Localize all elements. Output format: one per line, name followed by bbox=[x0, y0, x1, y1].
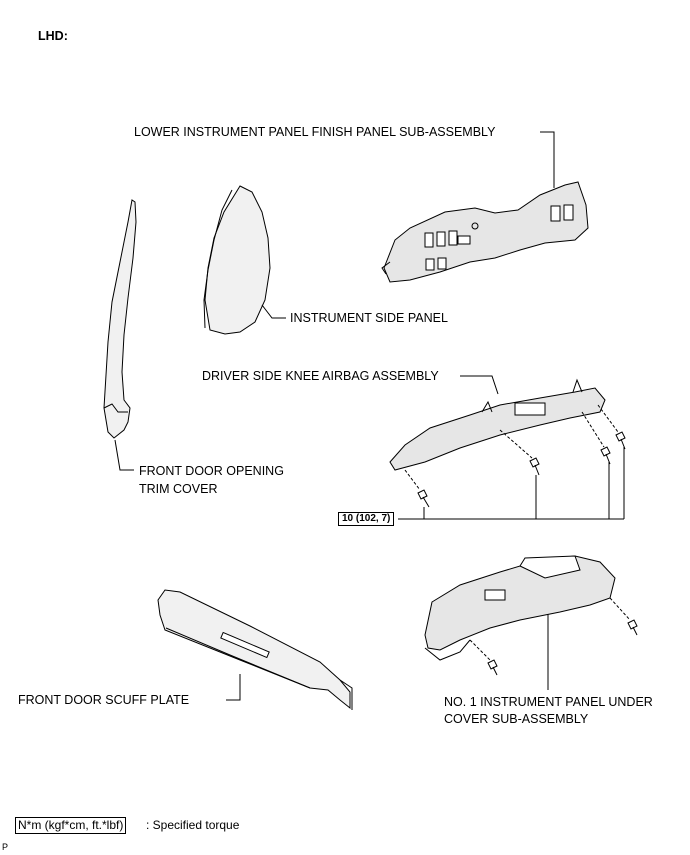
under-cover-part bbox=[424, 555, 616, 661]
footer-code: P bbox=[2, 842, 9, 852]
scuff-plate-part bbox=[157, 589, 353, 710]
leader-lower-panel bbox=[540, 131, 555, 188]
label-under-cover-2: COVER SUB-ASSEMBLY bbox=[444, 712, 589, 726]
variant-label: LHD: bbox=[38, 29, 68, 43]
leader-knee-airbag bbox=[460, 375, 499, 395]
torque-callout-lines bbox=[398, 447, 625, 520]
door-trim-cover-part bbox=[103, 199, 137, 439]
label-door-trim-2: TRIM COVER bbox=[139, 482, 218, 496]
label-door-trim-1: FRONT DOOR OPENING bbox=[139, 464, 284, 478]
under-cover-bolts bbox=[469, 597, 638, 676]
leader-door-trim bbox=[114, 439, 134, 471]
label-knee-airbag: DRIVER SIDE KNEE AIRBAG ASSEMBLY bbox=[202, 369, 439, 383]
lower-panel-part bbox=[381, 181, 589, 283]
label-lower-panel: LOWER INSTRUMENT PANEL FINISH PANEL SUB-… bbox=[134, 125, 496, 139]
label-under-cover-1: NO. 1 INSTRUMENT PANEL UNDER bbox=[444, 695, 653, 709]
leader-scuff-plate bbox=[226, 674, 241, 701]
knee-airbag-part bbox=[389, 378, 606, 471]
torque-spec-box: 10 (102, 7) bbox=[338, 512, 395, 526]
label-side-panel: INSTRUMENT SIDE PANEL bbox=[290, 311, 448, 325]
airbag-bolts bbox=[404, 404, 626, 508]
legend-torque-box: N*m (kgf*cm, ft.*lbf) bbox=[15, 817, 127, 834]
instrument-side-panel-part bbox=[203, 185, 271, 335]
legend-description: : Specified torque bbox=[146, 818, 240, 832]
label-scuff-plate: FRONT DOOR SCUFF PLATE bbox=[18, 693, 190, 707]
leader-side-panel bbox=[261, 304, 286, 319]
